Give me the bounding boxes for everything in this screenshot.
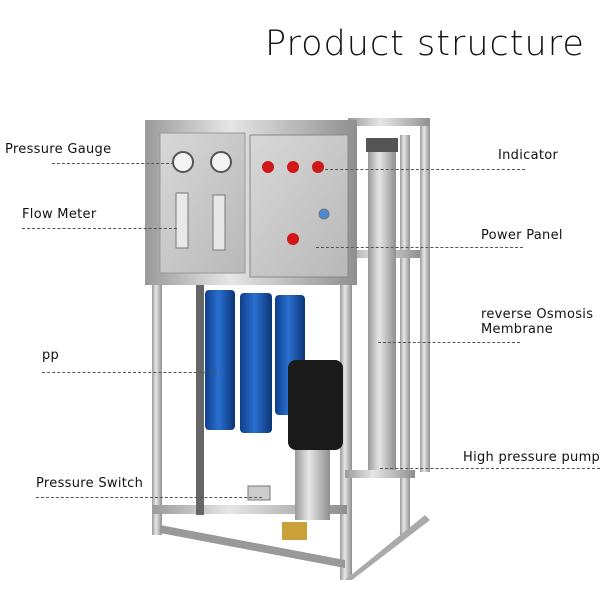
label-flow-meter: Flow Meter [22,207,97,222]
label-ro-membrane-line1: reverse Osmosis [481,307,594,322]
label-ro-membrane-line2: Membrane [481,322,554,337]
leader-line [52,163,174,164]
leader-line [380,468,600,469]
leader-line [320,169,525,170]
label-pp: pp [42,348,60,363]
label-power-panel: Power Panel [481,228,563,243]
label-pressure-switch: Pressure Switch [36,476,144,491]
high-pressure-pump [282,360,343,540]
page-title: Product structure [265,24,585,64]
pressure-switch [247,485,271,501]
label-pressure-gauge: Pressure Gauge [5,142,112,157]
leader-line [42,372,217,373]
ro-membrane-vessel [366,138,398,470]
leader-line [316,247,523,248]
label-high-pressure-pump: High pressure pump [463,450,600,465]
leader-line [378,342,520,343]
leader-line [36,497,262,498]
leader-line [22,228,177,229]
label-indicator: Indicator [498,148,559,163]
control-cabinet [145,120,357,285]
